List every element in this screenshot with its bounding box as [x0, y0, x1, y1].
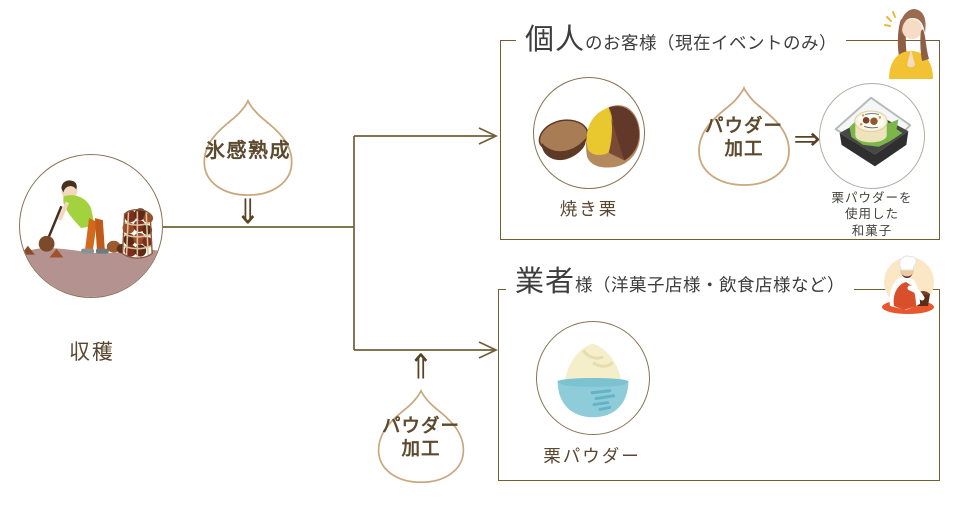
chestnut-bubble-outline-icon — [203, 98, 293, 196]
powder-line2: 加工 — [724, 138, 764, 160]
double-up-arrow-icon: ⇑ — [408, 347, 434, 388]
personal-title-main: 個人 — [525, 22, 586, 56]
powder-bowl-icon — [557, 343, 629, 418]
wagashi-caption: 栗パウダーを 使用した 和菓子 — [812, 190, 932, 239]
wagashi-product-image — [819, 83, 925, 189]
ice-aging-bubble: 氷感熟成 — [197, 98, 299, 199]
chestnut-bubble-outline-icon — [698, 85, 790, 186]
wagashi-package-icon — [834, 96, 912, 167]
roasted-chestnut-illustration — [533, 77, 645, 189]
chestnut-powder-label: 栗パウダー — [543, 447, 641, 467]
double-down-arrow-icon: ⇓ — [235, 192, 261, 233]
harvest-label: 収穫 — [69, 340, 115, 364]
business-title-sub: 様（洋菓子店様・飲食店様など） — [575, 276, 846, 296]
powder-processing-label-bottom: パウダー 加工 — [371, 416, 471, 461]
business-box-title: 業者様（洋菓子店様・飲食店様など） — [506, 264, 855, 299]
personal-box-title: 個人のお客様（現在イベントのみ） — [516, 22, 847, 57]
powder-processing-bubble-top: パウダー 加工 — [692, 85, 796, 189]
double-right-arrow-icon: ⇒ — [793, 121, 821, 157]
powder-line1: パウダー — [704, 116, 783, 138]
roasted-chestnut-label: 焼き栗 — [559, 200, 619, 220]
powder-line2: 加工 — [401, 438, 441, 460]
caption-line1: 栗パウダーを — [831, 190, 913, 205]
roasted-chestnut-icon — [538, 105, 641, 168]
thankful-woman-icon — [877, 4, 945, 79]
harvest-illustration — [19, 154, 163, 298]
caption-line2: 使用した — [844, 206, 899, 222]
business-title-main: 業者 — [515, 264, 576, 298]
powder-line1: パウダー — [381, 416, 460, 438]
chestnut-bubble-outline-icon — [377, 388, 465, 484]
powder-processing-label: パウダー 加工 — [692, 116, 796, 161]
powder-processing-bubble-bottom: パウダー 加工 — [371, 388, 471, 486]
caption-line3: 和菓子 — [851, 222, 893, 238]
ice-aging-label: 氷感熟成 — [205, 137, 291, 162]
pastry-chef-icon — [876, 254, 942, 318]
personal-title-sub: のお客様（現在イベントのみ） — [585, 34, 838, 54]
chestnut-powder-illustration — [536, 321, 650, 435]
harvest-person-icon — [20, 180, 162, 297]
